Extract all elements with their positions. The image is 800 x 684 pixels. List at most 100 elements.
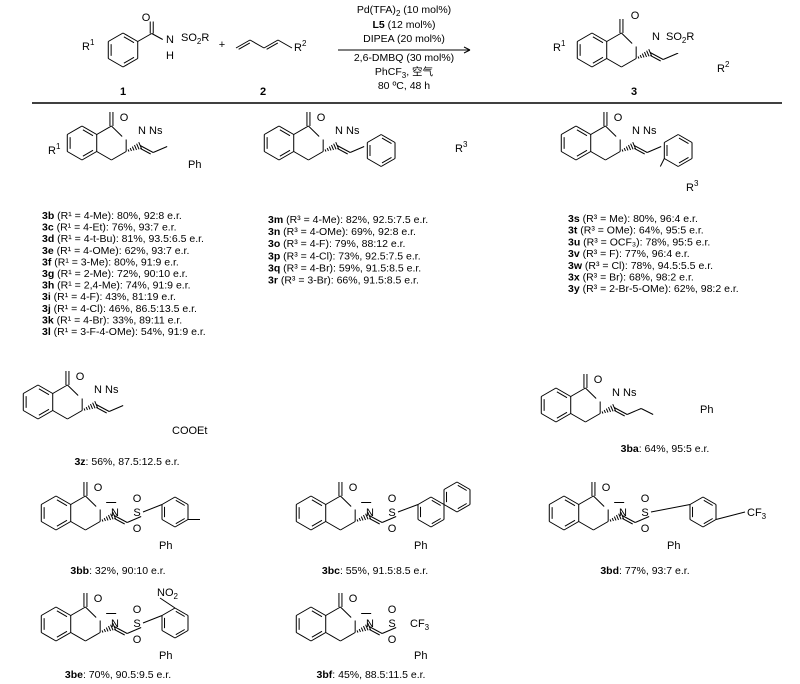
svg-text:N: N — [111, 507, 119, 519]
svg-text:O: O — [388, 634, 397, 646]
oxidant: 2,6-DMBQ (30 mol%) — [354, 52, 454, 64]
atom-N: N — [632, 125, 640, 137]
entry-3y: 3y (R³ = 2-Br-5-OMe): 62%, 98:2 e.r. — [568, 283, 739, 295]
ns-group: Ns — [346, 125, 360, 137]
compound-3ba-label: 3ba: 64%, 95:5 e.r. — [621, 443, 710, 455]
r3-group: R3 — [686, 179, 699, 194]
entry-3u: 3u (R³ = OCF₃): 78%, 95:5 e.r. — [568, 236, 710, 248]
ph-group: Ph — [414, 650, 427, 662]
cf3-group: CF3 — [747, 507, 767, 521]
entry-3o: 3o (R³ = 4-F): 79%, 88:12 e.r. — [268, 238, 405, 250]
entry-3c: 3c (R¹ = 4-Et): 76%, 93:7 e.r. — [42, 222, 177, 234]
ns-group: Ns — [643, 125, 657, 137]
group-c-entries: 3s (R³ = Me): 80%, 96:4 e.r.3t (R³ = OMe… — [568, 213, 739, 295]
catalyst: Pd(TFA)2 (10 mol%) — [357, 4, 451, 18]
entry-3v: 3v (R³ = F): 77%, 96:4 e.r. — [568, 248, 690, 260]
atom-N: N — [138, 125, 146, 137]
reactant-1: O N H SO2R R1 1 — [82, 12, 209, 98]
svg-text:O: O — [594, 374, 603, 386]
svg-text:O: O — [349, 593, 358, 605]
sulfonyl-group: SO2R — [666, 31, 694, 45]
compound-number-2: 2 — [260, 86, 266, 98]
bond-lines — [22, 19, 782, 642]
sulfur-atom: S — [388, 507, 395, 519]
compound-number-1: 1 — [120, 86, 126, 98]
entry-3x: 3x (R³ = Br): 68%, 98:2 e.r. — [568, 272, 694, 284]
ph-group: Ph — [667, 540, 680, 552]
entry-3j: 3j (R¹ = 4-Cl): 46%, 86.5:13.5 e.r. — [42, 303, 197, 315]
atom-N: N — [166, 34, 174, 46]
svg-text:O: O — [94, 482, 103, 494]
sulfur-atom: S — [388, 618, 395, 630]
entry-3g: 3g (R¹ = 2-Me): 72%, 90:10 e.r. — [42, 268, 188, 280]
svg-text:N: N — [366, 618, 374, 630]
no2-group: NO2 — [157, 587, 179, 601]
svg-text:N: N — [366, 507, 374, 519]
ph-group: Ph — [700, 404, 713, 416]
entry-3f: 3f (R¹ = 3-Me): 80%, 91:9 e.r. — [42, 256, 179, 268]
ester-group: COOEt — [172, 425, 207, 437]
svg-text:O: O — [94, 593, 103, 605]
entry-3n: 3n (R³ = 4-OMe): 69%, 92:8 e.r. — [268, 226, 416, 238]
ph-group: Ph — [159, 540, 172, 552]
reactant-2: R2 2 — [260, 39, 307, 98]
compound-3be: O N S O O NO2 Ph 3be: 70%, 90.5:9.5 e.r. — [65, 587, 179, 681]
svg-text:O: O — [641, 523, 650, 535]
entry-3l: 3l (R¹ = 3-F-4-OMe): 54%, 91:9 e.r. — [42, 326, 206, 338]
product-3: O N SO2R R1 R2 3 — [553, 10, 730, 98]
atom-O: O — [120, 112, 129, 124]
compound-3bb: O N S O O Ph 3bb: 32%, 90:10 e.r. — [70, 482, 172, 577]
atom-N: N — [335, 125, 343, 137]
entry-3s: 3s (R³ = Me): 80%, 96:4 e.r. — [568, 213, 698, 225]
compound-3bf: O N S O O CF3 Ph 3bf: 45%, 88.5:11.5 e.r… — [317, 593, 430, 681]
r2-group: R2 — [294, 39, 307, 54]
svg-text:O: O — [388, 604, 397, 616]
svg-text:O: O — [388, 493, 397, 505]
entry-3r: 3r (R³ = 3-Br): 66%, 91.5:8.5 e.r. — [268, 275, 419, 287]
ns-group: Ns — [149, 125, 163, 137]
compound-3be-label: 3be: 70%, 90.5:9.5 e.r. — [65, 669, 171, 681]
compound-3bd: O N S O O CF3 Ph 3bd: 77%, 93:7 e.r. — [600, 482, 766, 577]
scheme-text: O N H SO2R R1 1 + R2 2 Pd(TFA)2 (10 mol%… — [42, 4, 767, 681]
atom-O: O — [631, 10, 640, 22]
compound-number-3: 3 — [631, 86, 637, 98]
entry-3k: 3k (R¹ = 4-Br): 33%, 89:11 e.r. — [42, 314, 182, 326]
entry-3d: 3d (R¹ = 4-t-Bu): 81%, 93.5:6.5 e.r. — [42, 233, 204, 245]
svg-text:O: O — [133, 634, 142, 646]
svg-text:O: O — [641, 493, 650, 505]
compound-3bd-label: 3bd: 77%, 93:7 e.r. — [600, 565, 689, 577]
base: DIPEA (20 mol%) — [363, 33, 445, 45]
group-b-structure: O N Ns R3 — [317, 112, 468, 155]
ph-group: Ph — [159, 650, 172, 662]
entry-3e: 3e (R¹ = 4-OMe): 62%, 93:7 e.r. — [42, 245, 189, 257]
ns-group: Ns — [105, 384, 119, 396]
cf3-group: CF3 — [410, 618, 430, 632]
entry-3q: 3q (R³ = 4-Br): 59%, 91.5:8.5 e.r. — [268, 262, 421, 274]
compound-3bc: O N S O O Ph 3bc: 55%, 91.5:8.5 e.r. — [322, 482, 428, 577]
atom-H: H — [166, 50, 174, 62]
svg-text:N: N — [94, 384, 102, 396]
compound-3ba: O N Ns Ph 3ba: 64%, 95:5 e.r. — [594, 374, 714, 455]
compound-3bf-label: 3bf: 45%, 88.5:11.5 e.r. — [317, 669, 426, 681]
svg-text:O: O — [388, 523, 397, 535]
svg-text:O: O — [133, 523, 142, 535]
svg-text:N: N — [111, 618, 119, 630]
svg-text:N: N — [612, 387, 620, 399]
entry-3h: 3h (R¹ = 2,4-Me): 74%, 91:9 e.r. — [42, 280, 191, 292]
r1-group: R1 — [553, 39, 566, 54]
compound-3bb-label: 3bb: 32%, 90:10 e.r. — [70, 565, 165, 577]
plus-sign: + — [219, 39, 225, 51]
r3-group: R3 — [455, 140, 468, 155]
entry-3m: 3m (R³ = 4-Me): 82%, 92.5:7.5 e.r. — [268, 214, 428, 226]
ph-group: Ph — [188, 159, 201, 171]
atom-O: O — [317, 112, 326, 124]
r2-group: R2 — [717, 60, 730, 75]
ligand: L5 (12 mol%) — [372, 19, 435, 31]
entry-3b: 3b (R¹ = 4-Me): 80%, 92:8 e.r. — [42, 210, 182, 222]
sulfur-atom: S — [133, 618, 140, 630]
r1-group: R1 — [48, 142, 61, 157]
group-c-structure: O N Ns R3 — [614, 112, 699, 194]
svg-text:O: O — [76, 371, 85, 383]
